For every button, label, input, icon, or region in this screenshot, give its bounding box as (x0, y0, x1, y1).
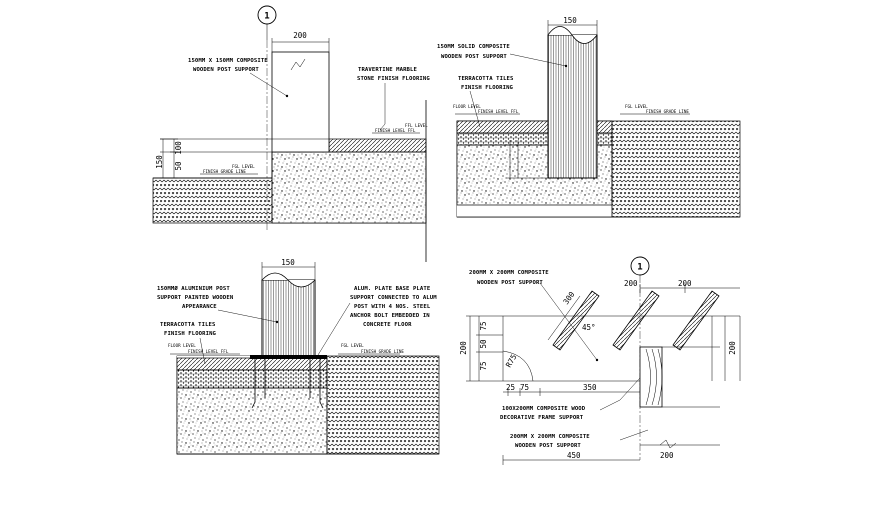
detail-d-radius-arc (502, 350, 534, 382)
detail-d-dim-left-total: 200 (459, 341, 468, 355)
detail-c-section: 150 150MMØ ALUMINIUM POST SUPPORT PAINTE… (157, 258, 440, 455)
detail-c-plate-note-1: ALUM. PLATE BASE PLATE (354, 286, 430, 292)
detail-b-fgl-text: FINISH GRADE LINE (646, 109, 689, 114)
detail-d-frame-note-2: DECORATIVE FRAME SUPPORT (500, 415, 584, 421)
detail-c-floor-tag: FLOOR LEVEL (168, 343, 196, 348)
detail-a-fgl-tag: FGL LEVEL (232, 164, 255, 169)
detail-d-post2-note-2: WOODEN POST SUPPORT (515, 443, 581, 449)
detail-d-frame-note-1: 100X200MM COMPOSITE WOOD (502, 406, 586, 412)
detail-a-floor-note-2: STONE FINISH FLOORING (357, 76, 430, 82)
detail-d-dim-bottom-c: 350 (583, 383, 597, 392)
detail-c-fgl-tag: FGL LEVEL (341, 343, 364, 348)
detail-c-concrete-bed (176, 387, 328, 455)
detail-a-marble-floor (328, 138, 427, 153)
detail-d-post-note-1: 200MM X 200MM COMPOSITE (469, 270, 549, 276)
detail-b-tile-note-1: TERRACOTTA TILES (458, 76, 514, 82)
detail-d-dim-bottom-b: 75 (520, 383, 529, 392)
detail-d-dim-45: 45° (582, 323, 596, 332)
detail-c-terracotta-tiles (176, 357, 328, 371)
detail-d-dim-left-b: 50 (479, 339, 488, 349)
detail-d-dim-top-2: 200 (678, 279, 692, 288)
detail-d-dim-left-a: 75 (479, 321, 488, 330)
detail-c-post-note-2: SUPPORT PAINTED WOODEN (157, 295, 234, 301)
detail-d-dim-left-c: 75 (479, 361, 488, 370)
detail-c-tile-note-2: FINISH FLOORING (164, 331, 217, 337)
detail-a-bubble-label: 1 (264, 12, 269, 22)
detail-b-post-note-2: WOODEN POST SUPPORT (441, 54, 507, 60)
detail-b-tile-note-2: FINISH FLOORING (461, 85, 514, 91)
detail-a-dim-100: 100 (174, 141, 183, 155)
detail-b-dim-top: 150 (563, 16, 577, 25)
detail-b-section: 150 150MM SOLID COMPOSITE WOODEN POST SU… (437, 16, 741, 218)
detail-c-dim-top: 150 (281, 258, 295, 267)
detail-d-dim-bottom-right: 200 (660, 451, 674, 460)
detail-b-ffl-text: FINISH LEVEL FFL (478, 109, 519, 114)
detail-c-plate-note-3: POST WITH 4 NOS. STEEL (354, 304, 431, 310)
detail-c-plate-note-5: CONCRETE FLOOR (363, 322, 412, 328)
detail-a-floor-note-1: TRAVERTINE MARBLE (358, 67, 417, 73)
detail-c-anchor-bolts (251, 359, 324, 409)
detail-b-fgl-tag: FGL LEVEL (625, 104, 648, 109)
detail-a-fgl-text: FINISH GRADE LINE (203, 169, 246, 174)
detail-a-section: 1 200 150 100 50 150MM X 150MM COMPOSITE… (152, 5, 430, 232)
detail-d-dim-right: 200 (728, 341, 737, 355)
detail-a-dim-top: 200 (293, 31, 307, 40)
detail-b-post-note-1: 150MM SOLID COMPOSITE (437, 44, 510, 50)
detail-a-ffl-tag: FFL LEVEL (405, 123, 428, 128)
detail-d-diagonal-frames (552, 290, 720, 351)
detail-a-ffl-text: FINISH LEVEL FFL (375, 128, 416, 133)
detail-a-dim-50: 50 (174, 161, 183, 171)
detail-c-plate-note-2: SUPPORT CONNECTED TO ALUM (350, 295, 437, 301)
detail-c-base-plate (250, 355, 327, 359)
detail-d-post2-note-1: 200MM X 200MM COMPOSITE (510, 434, 590, 440)
detail-d-dim-top-1: 200 (624, 279, 638, 288)
detail-c-plate-note-4: ANCHOR BOLT EMBEDDED IN (350, 313, 430, 319)
detail-d-plan: 1 200 200 300 45° 200 75 50 75 R75 (459, 256, 741, 465)
detail-c-tile-note-1: TERRACOTTA TILES (160, 322, 216, 328)
detail-a-wooden-post (271, 51, 330, 153)
detail-c-mortar-bed (176, 369, 328, 389)
detail-a-post-note-1: 150MM X 150MM COMPOSITE (188, 58, 268, 64)
detail-a-post-note-2: WOODEN POST SUPPORT (193, 67, 259, 73)
detail-d-bubble-label: 1 (637, 263, 642, 273)
detail-c-post-note-3: APPEARANCE (182, 304, 217, 310)
detail-c-fgl-text: FINISH GRADE LINE (361, 349, 404, 354)
detail-b-floor-tag: FLOOR LEVEL (453, 104, 481, 109)
detail-a-concrete-bed (271, 151, 427, 224)
detail-c-ffl-text: FINISH LEVEL FFL (188, 349, 229, 354)
detail-d-dim-bottom-a: 25 (506, 383, 515, 392)
detail-d-dim-overall: 450 (567, 451, 581, 460)
detail-d-post-note-2: WOODEN POST SUPPORT (477, 280, 543, 286)
detail-d-post-block (639, 346, 663, 408)
detail-c-post-note-1: 150MMØ ALUMINIUM POST (157, 285, 230, 292)
detail-a-dim-150: 150 (155, 155, 164, 169)
